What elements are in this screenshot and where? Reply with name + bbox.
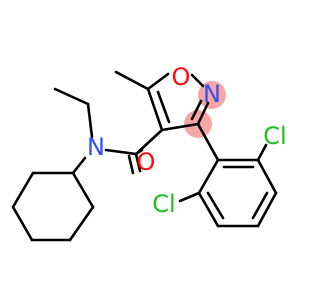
bond-o1-n2 [190, 73, 205, 88]
bond-ar-2-3 [256, 158, 278, 195]
bond-cy-4-5 [11, 205, 34, 242]
atom-o-ring: O [172, 63, 191, 91]
bond-c-cl-lower [178, 191, 201, 203]
bond-n-ethyl-ch2 [86, 102, 94, 139]
atom-n-ring: N [203, 80, 221, 108]
bond-co-double-a [134, 152, 142, 173]
bond-cy-5-6 [11, 171, 35, 209]
molecule-diagram: O N N O Cl Cl [11, 63, 287, 242]
atom-o-carbonyl: O [137, 148, 156, 176]
bond-n2-c3-double [190, 99, 203, 121]
bond-cy-1-2 [71, 171, 95, 209]
bond-ar-double-3 [206, 191, 225, 220]
atom-cl-upper: Cl [263, 122, 286, 150]
bond-ar-3-4 [256, 191, 278, 228]
bond-carbonyl-n [104, 148, 138, 156]
bond-c-cl-upper [256, 143, 268, 162]
bond-c5-methyl [114, 70, 150, 91]
atom-cl-lower: Cl [152, 190, 175, 218]
highlight-n-ring [198, 81, 226, 109]
bond-co-double-b [127, 154, 135, 175]
bond-c3-c4 [160, 122, 200, 132]
bond-cy-2-3 [68, 205, 95, 242]
bond-c3-aryl [196, 122, 220, 162]
bond-n2-c3 [196, 101, 210, 126]
atom-n-amide: N [87, 133, 105, 161]
bond-c4-c5-double [156, 90, 171, 124]
molecule-canvas: O N N O Cl Cl [11, 63, 287, 242]
bond-ar-double-2 [251, 191, 269, 220]
bond-ar-6-1 [197, 158, 220, 195]
bond-n-cyclohexyl [71, 156, 87, 175]
bond-ethyl-ch2-ch3 [53, 87, 90, 106]
bond-ar-5-6 [197, 191, 220, 228]
bond-c4-c5 [146, 87, 164, 132]
bond-c5-o1 [146, 72, 170, 91]
